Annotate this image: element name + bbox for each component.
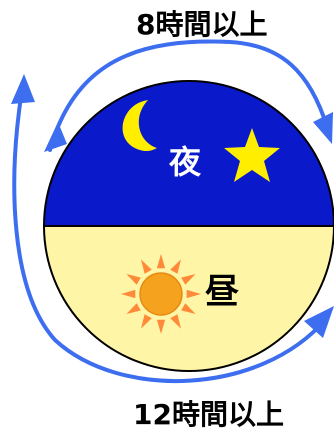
arrowhead-bottom-right (304, 306, 334, 338)
bottom-duration-label: 12時間以上 (133, 398, 284, 431)
moon-icon (122, 100, 157, 152)
sun-ray (181, 303, 196, 314)
sun-ray (141, 259, 152, 274)
sun-ray (126, 303, 141, 314)
arrowhead-top-left (44, 122, 67, 152)
sun-ray (121, 289, 136, 299)
sun-ray (126, 274, 141, 285)
night-label: 夜 (168, 143, 202, 181)
sun-ray (170, 314, 181, 329)
arrowhead-left-up (11, 74, 35, 104)
day-half (44, 226, 334, 371)
sun-ray (156, 319, 166, 334)
sun-ray (170, 259, 181, 274)
top-duration-label: 8時間以上 (136, 8, 267, 41)
arrow-icon (12, 39, 330, 383)
sun-icon (121, 254, 201, 334)
sun-ray (141, 314, 152, 329)
arrowhead-top-right (313, 112, 333, 144)
circle-outline (43, 80, 334, 372)
day-label: 昼 (205, 272, 239, 312)
star-icon (224, 128, 280, 182)
sun-ray (186, 289, 201, 299)
sun-ray (156, 254, 166, 269)
sun-ray (181, 274, 196, 285)
